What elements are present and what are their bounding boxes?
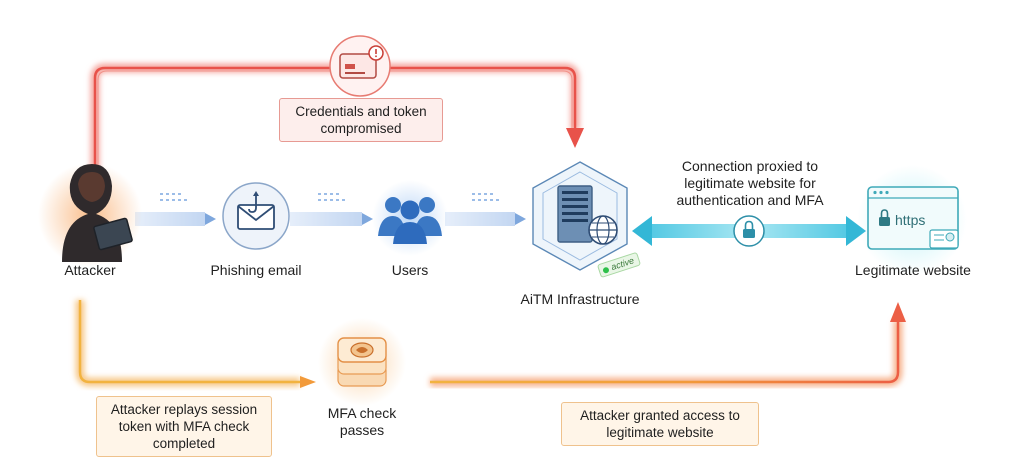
mfa-passes-text: MFA check passes: [327, 405, 397, 438]
replay-token-callout: Attacker replays session token with MFA …: [96, 396, 272, 457]
arrowhead-down: [566, 128, 584, 148]
attacker-icon: [38, 163, 142, 267]
access-granted-callout: Attacker granted access to legitimate we…: [561, 402, 759, 446]
legitimate-website-icon: [857, 165, 967, 275]
credential-card-icon: [329, 35, 391, 97]
connection-proxied-text: Connection proxied to legitimate website…: [676, 158, 824, 208]
attacker-label: Attacker: [64, 262, 116, 278]
phishing-email-label: Phishing email: [210, 262, 302, 278]
phishing-email-icon: [222, 182, 290, 250]
phish-flow: [135, 193, 526, 226]
arrowhead-right: [300, 376, 316, 388]
legitimate-website-label: Legitimate website: [855, 262, 971, 278]
https-label: https: [895, 212, 926, 228]
mfa-token-icon: [318, 318, 406, 406]
users-label: Users: [391, 262, 429, 278]
aitm-server-icon: [532, 161, 628, 271]
users-icon: [372, 180, 448, 256]
replay-path: [75, 300, 906, 388]
aitm-label: AiTM Infrastructure: [520, 291, 640, 307]
credentials-compromised-callout: Credentials and token compromised: [279, 98, 443, 142]
arrowhead-up: [890, 302, 906, 322]
proxy-connection-arrow: [632, 215, 866, 247]
